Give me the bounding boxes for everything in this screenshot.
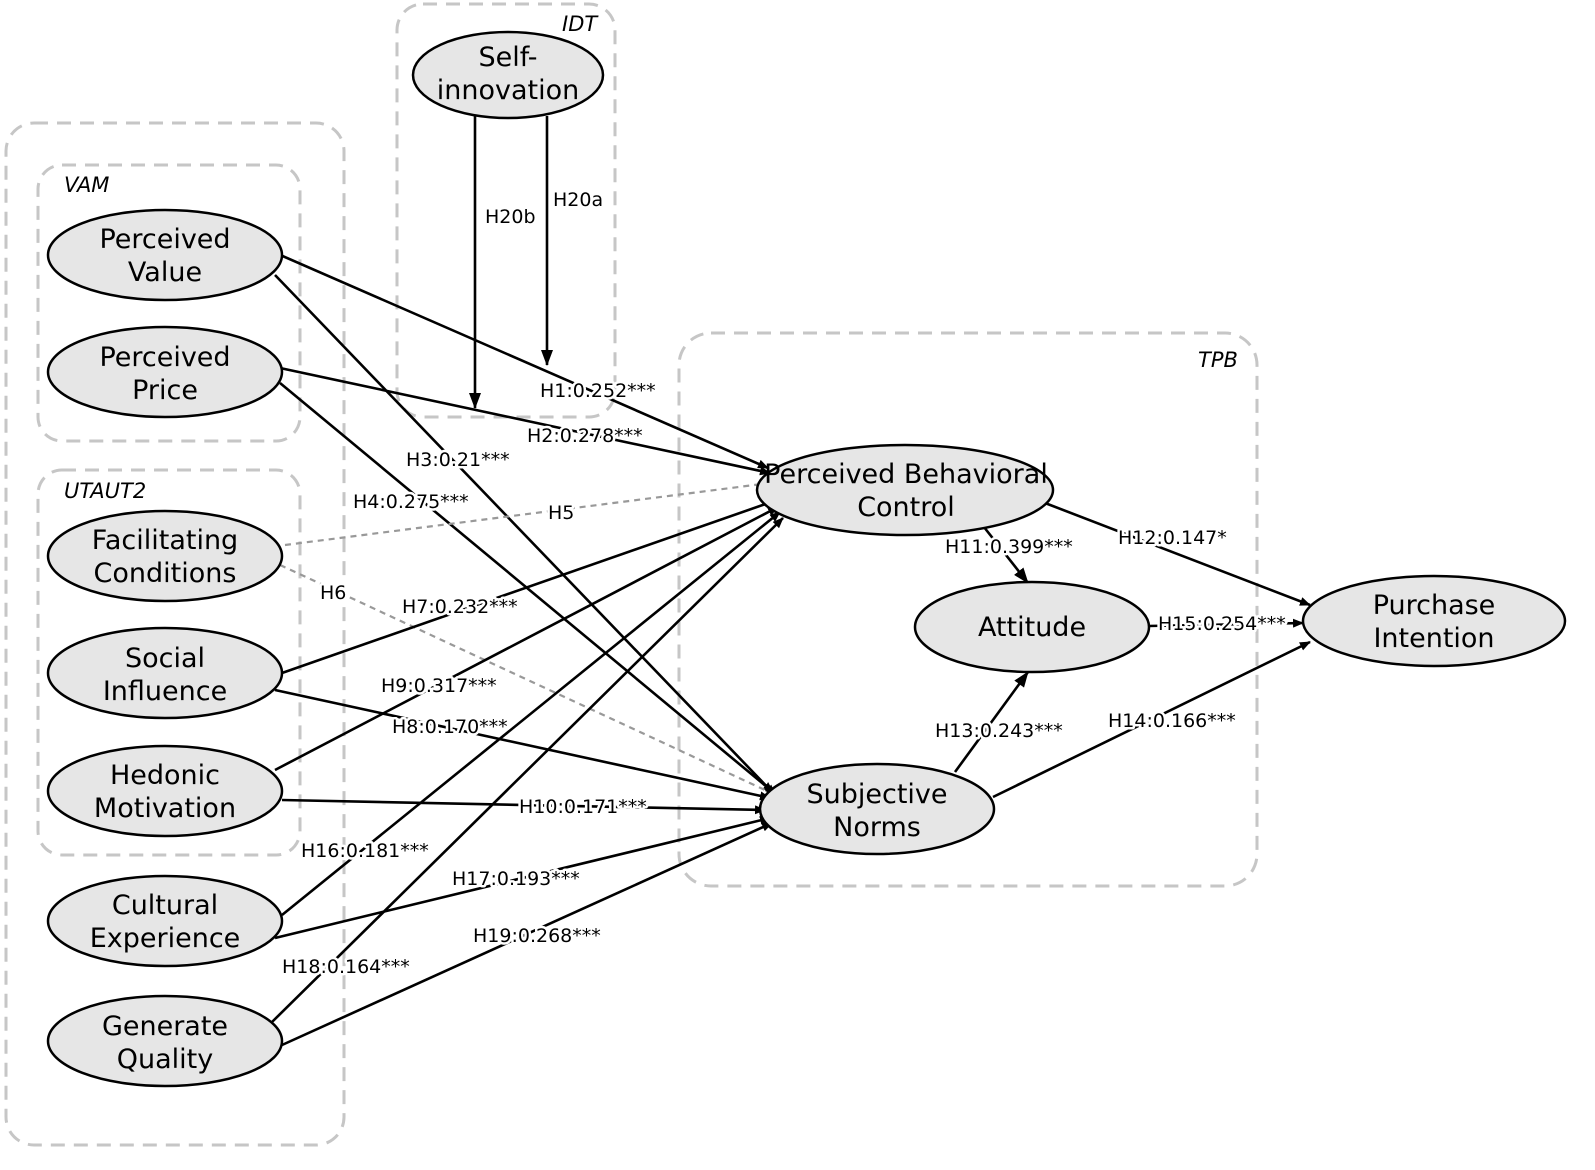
node-facilitating-conditions: Facilitating Conditions [46, 509, 284, 603]
node-subjective-norms: Subjective Norms [758, 762, 996, 856]
node-self-innovation-line1: Self- [478, 42, 537, 73]
node-perceived-price: Perceived Price [46, 325, 284, 419]
node-cultural-experience-line2: Experience [90, 923, 241, 954]
label-h1: H1:0.252*** [540, 380, 656, 402]
utaut2-label: UTAUT2 [64, 479, 146, 503]
node-self-innovation-line2: innovation [437, 75, 580, 106]
node-generate-quality-line2: Quality [117, 1044, 213, 1075]
label-h8: H8:0.170*** [392, 716, 508, 738]
node-perceived-value-line2: Value [128, 257, 202, 288]
label-h2: H2:0.278*** [527, 425, 643, 447]
label-h9: H9:0.317*** [381, 675, 497, 697]
label-h17: H17:0.193*** [452, 868, 580, 890]
label-h4: H4:0.275*** [353, 491, 469, 513]
node-hedonic-motivation-line1: Hedonic [110, 760, 220, 791]
node-perceived-value: Perceived Value [46, 208, 284, 302]
path-h15 [1147, 618, 1304, 628]
node-facilitating-conditions-line2: Conditions [94, 558, 237, 589]
node-subjective-norms-line1: Subjective [806, 779, 947, 810]
label-h16: H16:0.181*** [301, 840, 429, 862]
node-perceived-price-line2: Price [132, 375, 198, 406]
constructs: Self- innovation Perceived Value Perceiv… [46, 30, 1567, 1088]
label-h15: H15:0.254*** [1158, 613, 1286, 635]
path-h17 [274, 815, 771, 940]
path-h5 [284, 482, 763, 547]
path-arrows [271, 116, 1311, 1047]
path-h2 [279, 366, 771, 476]
node-social-influence-line2: Influence [103, 676, 227, 707]
node-social-influence-line1: Social [125, 643, 205, 674]
outer-predictors-box [4, 121, 346, 1147]
tpb-box [677, 331, 1259, 888]
node-purchase-intention: Purchase Intention [1301, 574, 1567, 668]
label-h12: H12:0.147* [1118, 527, 1227, 549]
tpb-label: TPB [1198, 348, 1238, 372]
label-h7: H7:0.232*** [402, 596, 518, 618]
path-h16 [281, 510, 781, 917]
node-perceived-price-line1: Perceived [99, 342, 230, 373]
label-h11: H11:0.399*** [945, 536, 1073, 558]
label-h10: H10:0.171*** [519, 796, 647, 818]
node-social-influence: Social Influence [46, 626, 284, 720]
path-h12 [1044, 501, 1311, 607]
path-h9 [274, 505, 779, 772]
path-h7 [281, 498, 778, 675]
node-facilitating-conditions-line1: Facilitating [92, 525, 238, 556]
path-h3 [274, 274, 776, 796]
node-generate-quality: Generate Quality [46, 994, 284, 1088]
path-h1 [277, 252, 769, 470]
label-h3: H3:0.21*** [406, 449, 510, 471]
node-hedonic-motivation-line2: Motivation [94, 793, 236, 824]
label-h20a: H20a [553, 189, 603, 211]
path-h6 [279, 564, 766, 791]
label-h19: H19:0.268*** [473, 925, 601, 947]
path-h13 [953, 671, 1030, 773]
path-h19 [281, 821, 773, 1047]
label-h6: H6 [320, 582, 346, 604]
label-h13: H13:0.243*** [935, 720, 1063, 742]
path-h11 [978, 521, 1030, 584]
node-attitude-label: Attitude [978, 612, 1086, 643]
node-perceived-value-line1: Perceived [99, 224, 230, 255]
node-generate-quality-line1: Generate [102, 1011, 228, 1042]
vam-label: VAM [64, 173, 109, 197]
utaut2-box [36, 468, 302, 857]
label-h18: H18:0.164*** [282, 956, 410, 978]
node-cultural-experience: Cultural Experience [46, 874, 284, 968]
path-h8 [274, 688, 771, 801]
node-purchase-intention-line2: Intention [1373, 623, 1494, 654]
node-perceived-behavioral-control-line1: Perceived Behavioral [764, 459, 1048, 490]
node-self-innovation: Self- innovation [411, 30, 605, 120]
node-subjective-norms-line2: Norms [833, 812, 921, 843]
idt-label: IDT [562, 12, 599, 36]
label-h14: H14:0.166*** [1108, 710, 1236, 732]
node-perceived-behavioral-control-line2: Control [857, 492, 955, 523]
path-h18 [271, 517, 784, 1023]
path-h14 [992, 640, 1311, 799]
node-purchase-intention-line1: Purchase [1373, 590, 1496, 621]
path-labels: H1:0.252*** H2:0.278*** H3:0.21*** H4:0.… [280, 187, 1289, 981]
label-h5: H5 [548, 502, 574, 524]
node-attitude: Attitude [913, 580, 1151, 674]
path-h10 [281, 798, 766, 815]
node-hedonic-motivation: Hedonic Motivation [46, 744, 284, 838]
label-h20b: H20b [485, 206, 536, 228]
vam-box [36, 163, 302, 443]
node-cultural-experience-line1: Cultural [112, 890, 218, 921]
node-perceived-behavioral-control: Perceived Behavioral Control [755, 443, 1055, 537]
